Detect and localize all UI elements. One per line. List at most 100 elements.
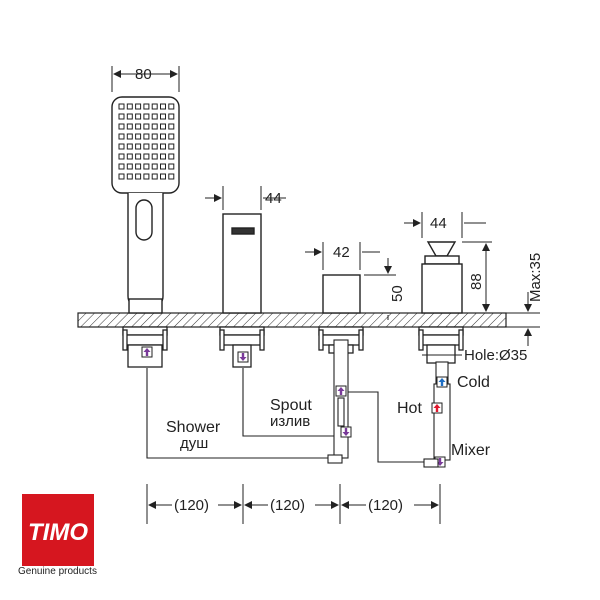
nozzle xyxy=(160,123,166,130)
flow-arrows xyxy=(141,346,448,468)
label-spout: Spout xyxy=(270,397,312,414)
nozzle xyxy=(143,163,150,170)
label-shower: Shower xyxy=(166,419,221,436)
dim-mixer-width-text: 44 xyxy=(430,215,447,232)
nozzle xyxy=(160,173,166,180)
spacing-3: (120) xyxy=(368,497,403,514)
nozzle xyxy=(135,113,142,120)
nozzle xyxy=(168,113,175,120)
fitting-4 xyxy=(418,326,464,364)
nozzle xyxy=(160,143,166,150)
nozzle xyxy=(126,113,133,120)
nozzle xyxy=(135,173,142,180)
arrow-cold-up-icon xyxy=(436,376,448,388)
nozzle xyxy=(143,103,150,110)
nozzle xyxy=(126,173,133,180)
dimension-mixer-width: 44 xyxy=(404,212,486,238)
deck-surface xyxy=(77,312,507,328)
nozzle xyxy=(151,103,158,110)
label-hot: Hot xyxy=(397,400,422,417)
nozzle xyxy=(135,133,142,140)
connector-nut xyxy=(327,454,343,464)
nozzle xyxy=(118,103,125,110)
nozzle xyxy=(118,133,125,140)
nozzle xyxy=(118,123,125,130)
nozzle xyxy=(160,133,166,140)
label-spout-ru: излив xyxy=(270,413,310,430)
nozzle xyxy=(143,153,150,160)
dimension-mixer-height: 88 xyxy=(462,241,492,314)
nozzle xyxy=(168,163,175,170)
dimension-spacing xyxy=(146,484,441,524)
nozzle xyxy=(126,103,133,110)
nozzle xyxy=(168,153,175,160)
arrow-spout-down-icon xyxy=(237,351,249,363)
spacing-2: (120) xyxy=(270,497,305,514)
dimension-spout-width: 44 xyxy=(205,186,286,210)
nozzle xyxy=(135,153,142,160)
spacing-1: (120) xyxy=(174,497,209,514)
label-mixer: Mixer xyxy=(451,442,491,459)
dimension-deck-max: Max:35 xyxy=(506,253,544,346)
arrow-hot-up-icon xyxy=(431,402,443,414)
nozzle xyxy=(143,173,150,180)
nozzle xyxy=(143,143,150,150)
nozzle xyxy=(126,123,133,130)
mixer-body xyxy=(421,241,463,314)
nozzle xyxy=(135,103,142,110)
connector-nut xyxy=(423,458,439,468)
nozzle xyxy=(118,153,125,160)
label-shower-ru: душ xyxy=(180,435,208,452)
nozzle xyxy=(151,173,158,180)
nozzle xyxy=(160,163,166,170)
nozzle xyxy=(168,103,175,110)
dim-deck-max-text: Max:35 xyxy=(527,253,544,302)
dimension-hole: Hole:Ø35 xyxy=(422,347,527,364)
nozzle xyxy=(151,113,158,120)
arrow-shower-up-icon xyxy=(141,346,153,358)
logo-text: TIMO xyxy=(28,519,88,546)
nozzle xyxy=(118,173,125,180)
label-cold: Cold xyxy=(457,374,490,391)
nozzle xyxy=(118,163,125,170)
nozzle xyxy=(126,163,133,170)
nozzle xyxy=(151,153,158,160)
nozzle xyxy=(160,113,166,120)
diverter-valve xyxy=(322,274,361,314)
dimension-valve-width: 42 xyxy=(305,242,380,270)
dimension-shower-width: 80 xyxy=(111,66,180,92)
nozzle xyxy=(151,133,158,140)
nozzle xyxy=(160,153,166,160)
nozzle xyxy=(168,173,175,180)
nozzle xyxy=(126,153,133,160)
brand-tagline: Genuine products xyxy=(18,566,97,577)
nozzle xyxy=(126,143,133,150)
shower-nozzle-grid xyxy=(118,103,175,180)
timo-logo: TIMO xyxy=(22,494,94,566)
dim-shower-width-text: 80 xyxy=(135,66,152,83)
nozzle xyxy=(126,133,133,140)
dim-mixer-height-text: 88 xyxy=(468,273,485,290)
dim-spout-width-text: 44 xyxy=(265,190,282,207)
fitting-1 xyxy=(122,326,168,368)
nozzle xyxy=(151,123,158,130)
nozzle xyxy=(135,123,142,130)
nozzle xyxy=(143,123,150,130)
nozzle xyxy=(160,103,166,110)
under-deck-fittings xyxy=(122,326,464,368)
nozzle xyxy=(168,133,175,140)
arrow-diverter-up-icon xyxy=(335,385,347,397)
nozzle xyxy=(135,163,142,170)
nozzle xyxy=(151,163,158,170)
nozzle xyxy=(151,143,158,150)
nozzle xyxy=(143,133,150,140)
dim-hole-text: Hole:Ø35 xyxy=(464,347,527,364)
spout xyxy=(222,213,262,314)
nozzle xyxy=(135,143,142,150)
nozzle xyxy=(118,143,125,150)
dimension-valve-height: 50 xyxy=(364,258,406,320)
nozzle xyxy=(168,143,175,150)
labels: Shower душ Spout излив Hot Cold Mixer xyxy=(166,374,491,459)
dim-valve-height-text: 50 xyxy=(389,285,406,302)
